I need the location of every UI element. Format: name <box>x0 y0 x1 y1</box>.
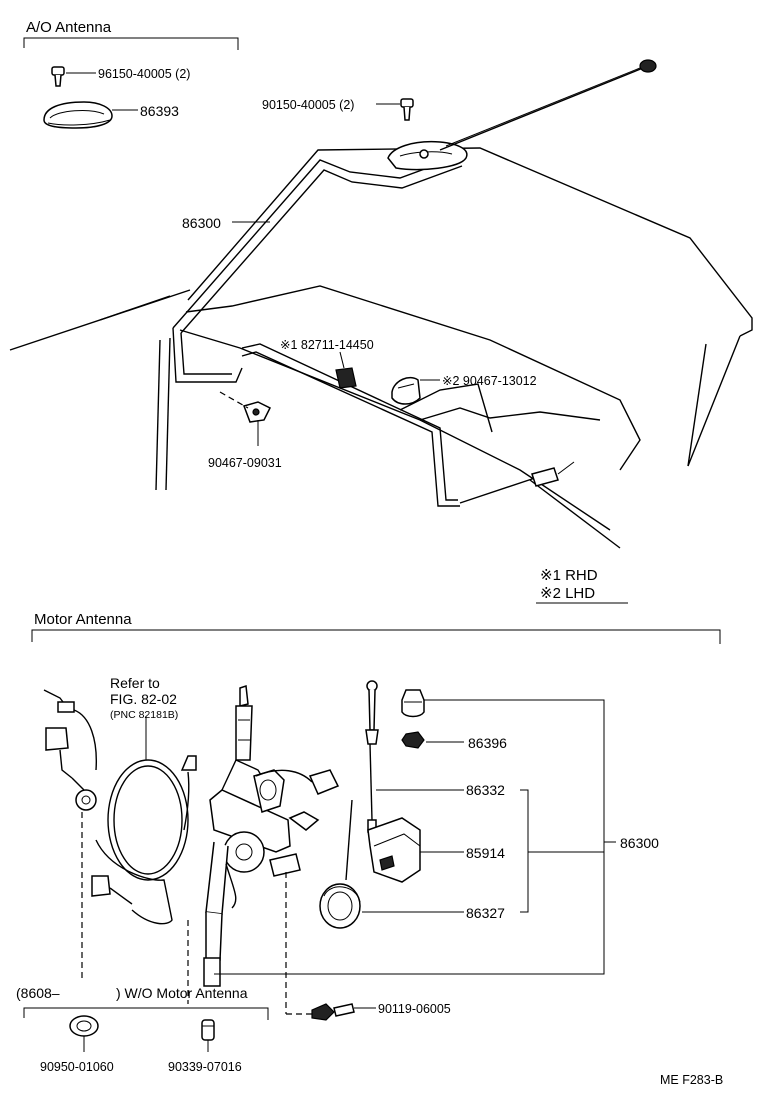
ring-86327-icon <box>319 799 361 929</box>
motor-unit-icon <box>203 684 340 987</box>
motor-antenna-section: Motor Antenna Refer to FIG. 82-02 (PNC 8… <box>16 611 721 1074</box>
antenna-wire <box>172 155 536 507</box>
legend-lhd: ※2 LHD <box>540 585 595 602</box>
refer-line-3: (PNC 82181B) <box>110 709 178 721</box>
wo-motor-close: ) W/O Motor Antenna <box>116 985 248 1001</box>
label-82711-14450: ※1 82711-14450 <box>280 338 374 352</box>
antenna-rod-icon <box>365 680 379 833</box>
screw-left-icon <box>51 66 65 87</box>
ao-antenna-section: A/O Antenna 96150-40005 (2) 86393 90150-… <box>9 19 753 604</box>
label-90467-13012: ※2 90467-13012 <box>442 374 537 388</box>
antenna-tip-icon <box>639 59 657 73</box>
clamp-icon <box>243 401 272 423</box>
refer-line-1: Refer to <box>110 675 160 691</box>
label-86332: 86332 <box>466 782 505 798</box>
label-86300-lower: 86300 <box>620 835 659 851</box>
screw-right-icon <box>400 98 414 121</box>
refer-line-2: FIG. 82-02 <box>110 691 177 707</box>
label-90467-09031: 90467-09031 <box>208 456 282 470</box>
grommet-icon <box>69 1015 99 1037</box>
ao-antenna-bracket <box>23 37 239 50</box>
legend-rhd: ※1 RHD <box>540 567 598 584</box>
label-90339-07016: 90339-07016 <box>168 1060 242 1074</box>
label-86327: 86327 <box>466 905 505 921</box>
footer-code: ME F283-B <box>660 1073 723 1087</box>
wo-motor-open: (8608– <box>16 985 60 1001</box>
label-90950-01060: 90950-01060 <box>40 1060 114 1074</box>
label-86393: 86393 <box>140 103 179 119</box>
bolt-90119-icon <box>311 1003 355 1021</box>
wo-motor-bracket <box>23 1007 269 1020</box>
label-86396: 86396 <box>468 735 507 751</box>
feeder-connector-icon <box>531 461 575 487</box>
car-body-outline <box>9 147 753 549</box>
label-85914: 85914 <box>466 845 505 861</box>
cap-icon <box>201 1019 215 1041</box>
ao-antenna-title: A/O Antenna <box>26 19 112 36</box>
antenna-mount-icon <box>387 140 468 171</box>
clip-rhd-icon <box>335 367 357 389</box>
cable-harness-icon <box>43 689 197 925</box>
label-90119-06005: 90119-06005 <box>378 1002 451 1016</box>
clip-lhd-icon <box>391 376 421 405</box>
label-90150-40005: 90150-40005 (2) <box>262 98 354 112</box>
label-96150-40005: 96150-40005 (2) <box>98 67 190 81</box>
motor-antenna-title: Motor Antenna <box>34 611 132 628</box>
relay-85914-icon <box>367 817 421 883</box>
motor-antenna-bracket <box>31 629 721 644</box>
antenna-cover-icon <box>43 101 113 129</box>
nut-86396-icon <box>401 731 425 749</box>
antenna-cap-icon <box>401 689 425 718</box>
label-86300-upper: 86300 <box>182 215 221 231</box>
